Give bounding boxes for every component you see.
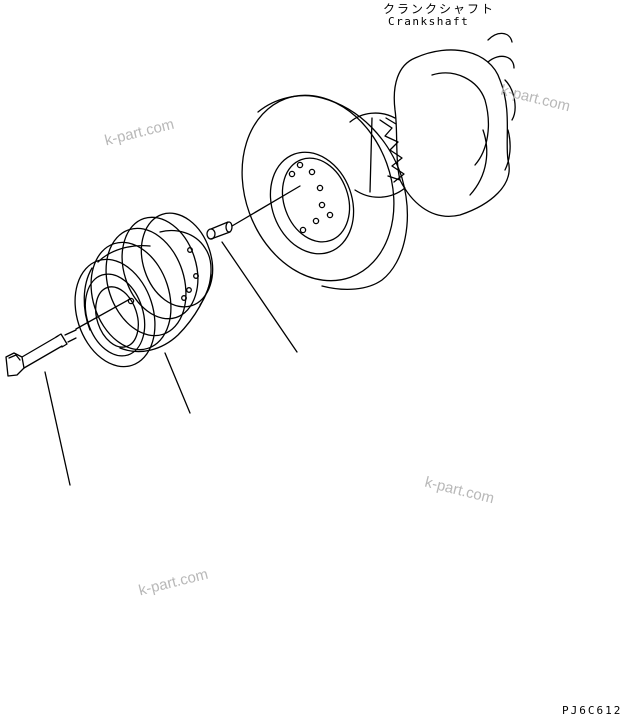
- leader-line-bolt: [44, 371, 71, 486]
- crank-pulley: [74, 212, 214, 368]
- dowel-pin: [206, 185, 301, 240]
- crankshaft-label-japanese: クランクシャフト: [383, 2, 496, 16]
- leader-line-pulley: [164, 352, 191, 414]
- crankshaft: [349, 32, 516, 217]
- crankshaft-label: Crankshaft: [388, 15, 470, 28]
- flywheel-disk: [241, 94, 408, 290]
- pulley-bolt: [5, 298, 131, 377]
- leader-line-pin: [221, 241, 298, 353]
- diagram-code: PJ6C612: [562, 704, 623, 717]
